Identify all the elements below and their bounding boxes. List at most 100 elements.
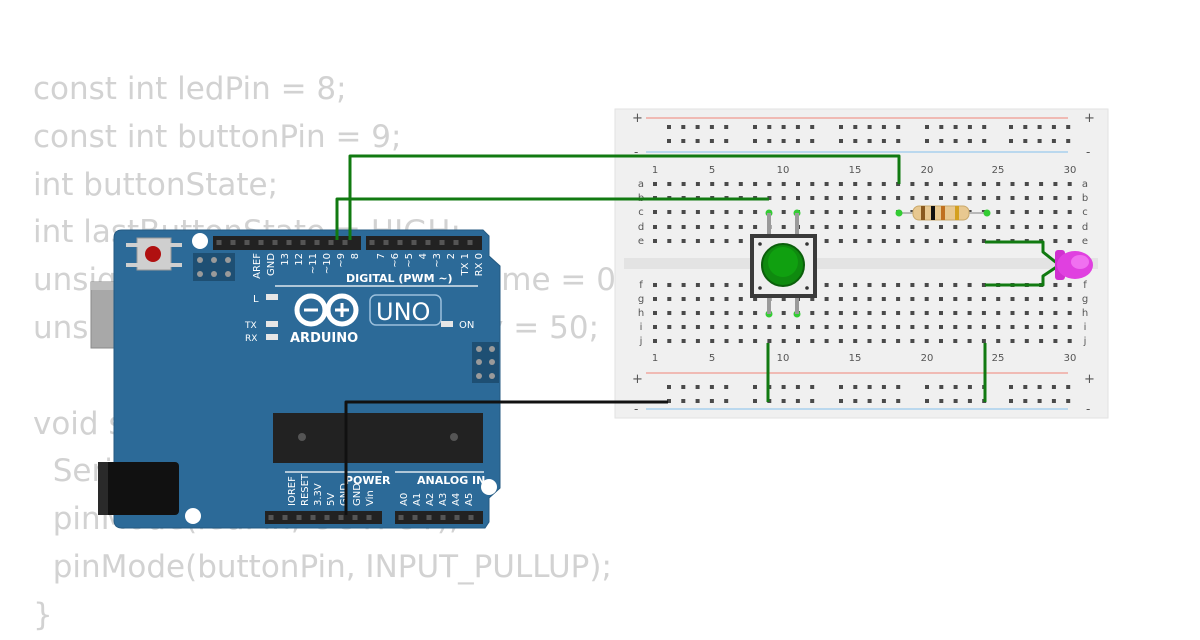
analog-pin-label: A4 bbox=[451, 493, 462, 506]
wire-led-cathode[interactable] bbox=[985, 264, 1059, 287]
row-letter: g bbox=[1082, 294, 1088, 305]
power-pin-label: Vin bbox=[365, 490, 376, 506]
resistor[interactable] bbox=[895, 205, 991, 221]
breadboard-holes[interactable] bbox=[653, 125, 1072, 403]
led-rx-label: RX bbox=[245, 334, 257, 344]
digital-pin-label: 4 bbox=[418, 253, 429, 259]
column-number-top: 1 bbox=[652, 165, 658, 176]
power-pin-label: RESET bbox=[300, 473, 311, 506]
digital-pin-label: RX 0 bbox=[474, 253, 485, 276]
analog-pin-label: A1 bbox=[412, 493, 423, 506]
digital-pin-label: 2 bbox=[446, 253, 457, 259]
digital-pin-label: ~10 bbox=[322, 253, 333, 274]
code-line: const int ledPin = 8; bbox=[33, 71, 347, 107]
column-number-top: 25 bbox=[992, 165, 1005, 176]
mounting-hole bbox=[185, 508, 201, 524]
digital-pin-label: TX 1 bbox=[460, 253, 471, 277]
column-number-bottom: 5 bbox=[709, 353, 715, 364]
row-letter: h bbox=[1082, 308, 1088, 319]
analog-pin-label: A0 bbox=[399, 493, 410, 506]
row-letter: e bbox=[638, 236, 644, 247]
column-number-top: 10 bbox=[777, 165, 790, 176]
mounting-hole bbox=[481, 479, 497, 495]
rail-minus-label: - bbox=[1086, 402, 1090, 416]
led[interactable] bbox=[1055, 250, 1093, 280]
led-on bbox=[441, 321, 453, 327]
digital-pin-label: AREF bbox=[252, 253, 263, 279]
led-tx bbox=[266, 321, 278, 327]
microcontroller-chip bbox=[273, 413, 483, 463]
column-number-top: 15 bbox=[849, 165, 862, 176]
digital-header-right[interactable] bbox=[366, 236, 482, 250]
wire-led-anode[interactable] bbox=[985, 240, 1059, 266]
power-header[interactable] bbox=[265, 511, 382, 524]
breadboard[interactable]: + + - - + + - - 1 5 10 15 20 25 30 1 5 1… bbox=[614, 108, 1109, 419]
row-letter: a bbox=[1082, 179, 1088, 190]
arduino-logo-icon bbox=[294, 293, 359, 327]
column-number-bottom: 30 bbox=[1064, 353, 1077, 364]
digital-pin-label: ~11 bbox=[308, 253, 319, 274]
rail-minus-label: - bbox=[1086, 145, 1090, 159]
analog-pin-label: A3 bbox=[438, 493, 449, 506]
led-on-label: ON bbox=[459, 320, 474, 331]
led-l bbox=[266, 294, 278, 300]
wire-gnd[interactable] bbox=[344, 400, 668, 515]
power-pin-label: 5V bbox=[326, 493, 337, 506]
code-line: const int buttonPin = 9; bbox=[33, 118, 402, 155]
led-tx-label: TX bbox=[244, 321, 257, 331]
power-title: POWER bbox=[345, 474, 391, 487]
code-line: pinMode(buttonPin, INPUT_PULLUP); bbox=[33, 548, 612, 585]
row-letter: j bbox=[1083, 336, 1087, 347]
power-pin-label: 3.3V bbox=[313, 483, 324, 506]
digital-pin-label: ~5 bbox=[404, 253, 415, 268]
digital-pin-label: GND bbox=[266, 253, 277, 276]
column-number-bottom: 20 bbox=[921, 353, 934, 364]
column-number-top: 20 bbox=[921, 165, 934, 176]
analog-title: ANALOG IN bbox=[417, 474, 485, 487]
row-letter: i bbox=[1084, 322, 1087, 333]
row-letter: i bbox=[640, 322, 643, 333]
rail-minus-label: - bbox=[634, 402, 638, 416]
digital-pin-label: ~6 bbox=[390, 253, 401, 268]
row-letter: f bbox=[639, 280, 643, 291]
digital-pin-label: ~9 bbox=[336, 253, 347, 268]
wire-button-pin9[interactable] bbox=[335, 197, 769, 240]
rail-plus-label: + bbox=[632, 111, 643, 126]
rail-minus-label: - bbox=[634, 145, 638, 159]
mounting-hole bbox=[192, 233, 208, 249]
uno-badge bbox=[369, 294, 442, 326]
power-pin-label: IOREF bbox=[287, 476, 298, 506]
digital-pin-label: 12 bbox=[294, 253, 305, 266]
digital-pin-label: 8 bbox=[350, 253, 361, 259]
digital-pin-label: 13 bbox=[280, 253, 291, 266]
digital-pwm-title: DIGITAL (PWM ~) bbox=[346, 272, 453, 285]
row-letter: g bbox=[638, 294, 644, 305]
row-letter: d bbox=[1082, 222, 1088, 233]
row-letter: b bbox=[1082, 193, 1088, 204]
row-letter: c bbox=[638, 207, 644, 218]
column-number-bottom: 10 bbox=[777, 353, 790, 364]
row-letter: d bbox=[638, 222, 644, 233]
rail-plus-label: + bbox=[1084, 111, 1095, 126]
digital-pin-label: 7 bbox=[376, 253, 387, 259]
row-letter: a bbox=[638, 179, 644, 190]
code-line: int buttonState; bbox=[33, 166, 279, 203]
analog-pin-label: A5 bbox=[464, 493, 475, 506]
rail-plus-label: + bbox=[632, 372, 643, 387]
column-number-bottom: 25 bbox=[992, 353, 1005, 364]
code-line: } bbox=[33, 596, 53, 633]
rail-plus-label: + bbox=[1084, 372, 1095, 387]
analog-pin-label: A2 bbox=[425, 493, 436, 506]
column-number-bottom: 1 bbox=[652, 353, 658, 364]
row-letter: j bbox=[639, 336, 643, 347]
model-label: UNO bbox=[376, 298, 430, 326]
column-number-bottom: 15 bbox=[849, 353, 862, 364]
digital-pin-label: ~3 bbox=[432, 253, 443, 268]
analog-header[interactable] bbox=[395, 511, 483, 524]
led-l-label: L bbox=[253, 294, 259, 305]
power-pin-label: GND bbox=[352, 483, 363, 506]
led-rx bbox=[266, 334, 278, 340]
pushbutton[interactable] bbox=[750, 209, 817, 318]
